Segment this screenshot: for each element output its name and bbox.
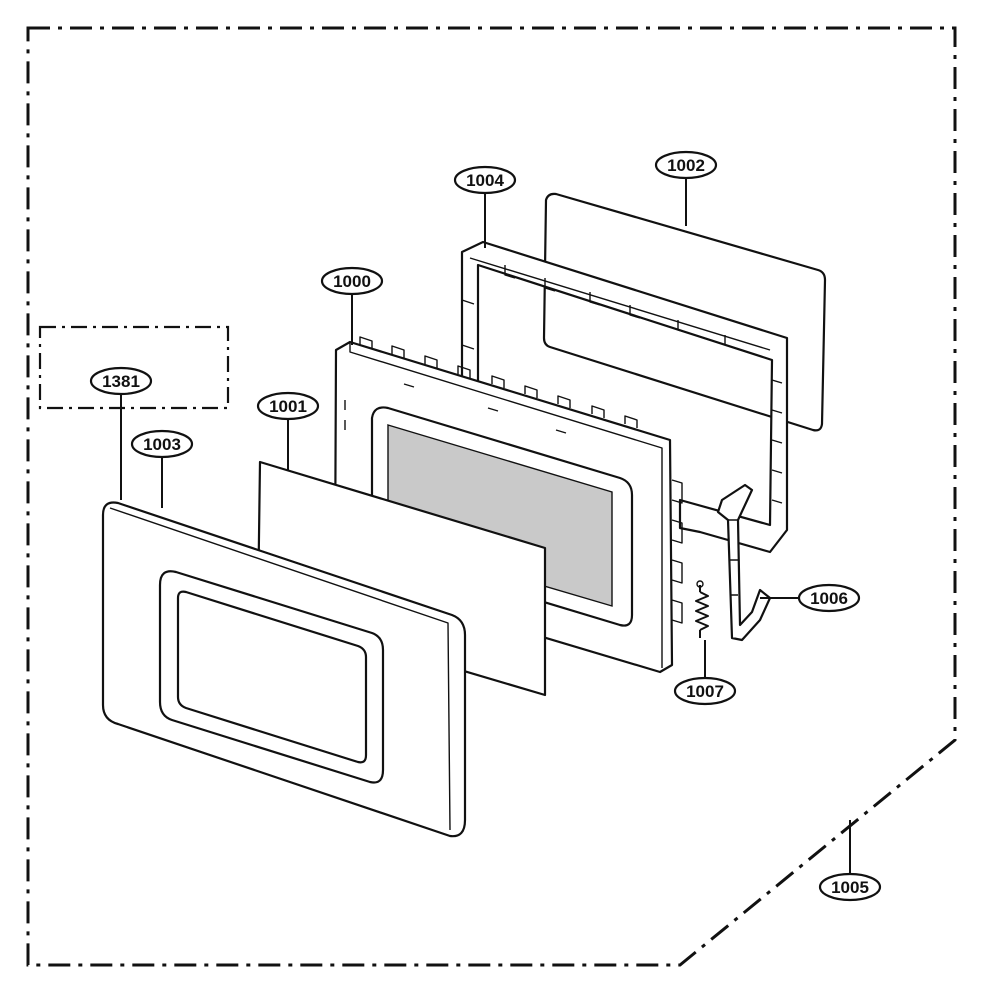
assembly-boundary	[26, 26, 957, 967]
callout-1006: 1006	[797, 583, 861, 613]
part-1004-frame	[460, 240, 789, 554]
part-1003-door-panel	[101, 501, 467, 838]
callout-1007: 1007	[673, 676, 737, 706]
callout-1003: 1003	[130, 429, 194, 459]
callout-1000: 1000	[320, 266, 384, 296]
callout-1005: 1005	[818, 872, 882, 902]
part-1007-spring	[695, 580, 709, 638]
callout-label: 1005	[831, 878, 869, 897]
callout-1004: 1004	[453, 165, 517, 195]
leader-lines	[120, 178, 851, 874]
callout-1001: 1001	[256, 391, 320, 421]
subassembly-box-1381	[38, 325, 230, 410]
callout-label: 1000	[333, 272, 371, 291]
callout-label: 1007	[686, 682, 724, 701]
callout-label: 1002	[667, 156, 705, 175]
callout-1381: 1381	[89, 366, 153, 396]
callout-label: 1006	[810, 589, 848, 608]
callout-label: 1004	[466, 171, 504, 190]
callout-label: 1381	[102, 372, 140, 391]
callout-label: 1001	[269, 397, 307, 416]
callout-label: 1003	[143, 435, 181, 454]
callout-1002: 1002	[654, 150, 718, 180]
part-1006-latch	[716, 483, 772, 642]
